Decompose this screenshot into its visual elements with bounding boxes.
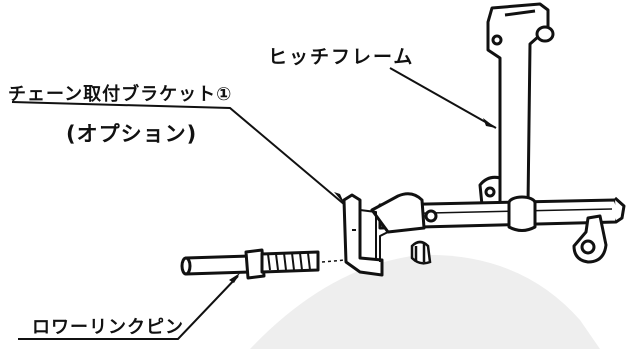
bracket-leader [11, 101, 346, 206]
hitch-frame-leader [389, 67, 497, 129]
watermark-shape [250, 254, 600, 349]
option-label: (オプション) [66, 122, 198, 146]
bracket-leader-arrow [334, 192, 345, 205]
leader-lines [11, 67, 497, 340]
lower-link-pin [180, 248, 320, 280]
pin-alignment-line [321, 259, 346, 263]
hitch-frame-label: ヒッチフレーム [268, 46, 415, 68]
hitch-frame-leader-arrow [483, 118, 496, 128]
pin-leader-arrow [229, 273, 240, 283]
chain-bracket-label: チェーン取付ブラケット① [8, 84, 233, 105]
pin-leader [18, 275, 239, 340]
clip-pin [410, 240, 432, 265]
chain-bracket [342, 193, 389, 277]
hitch-frame [370, 2, 626, 264]
lower-link-pin-label: ロワーリンクピン [32, 317, 184, 338]
